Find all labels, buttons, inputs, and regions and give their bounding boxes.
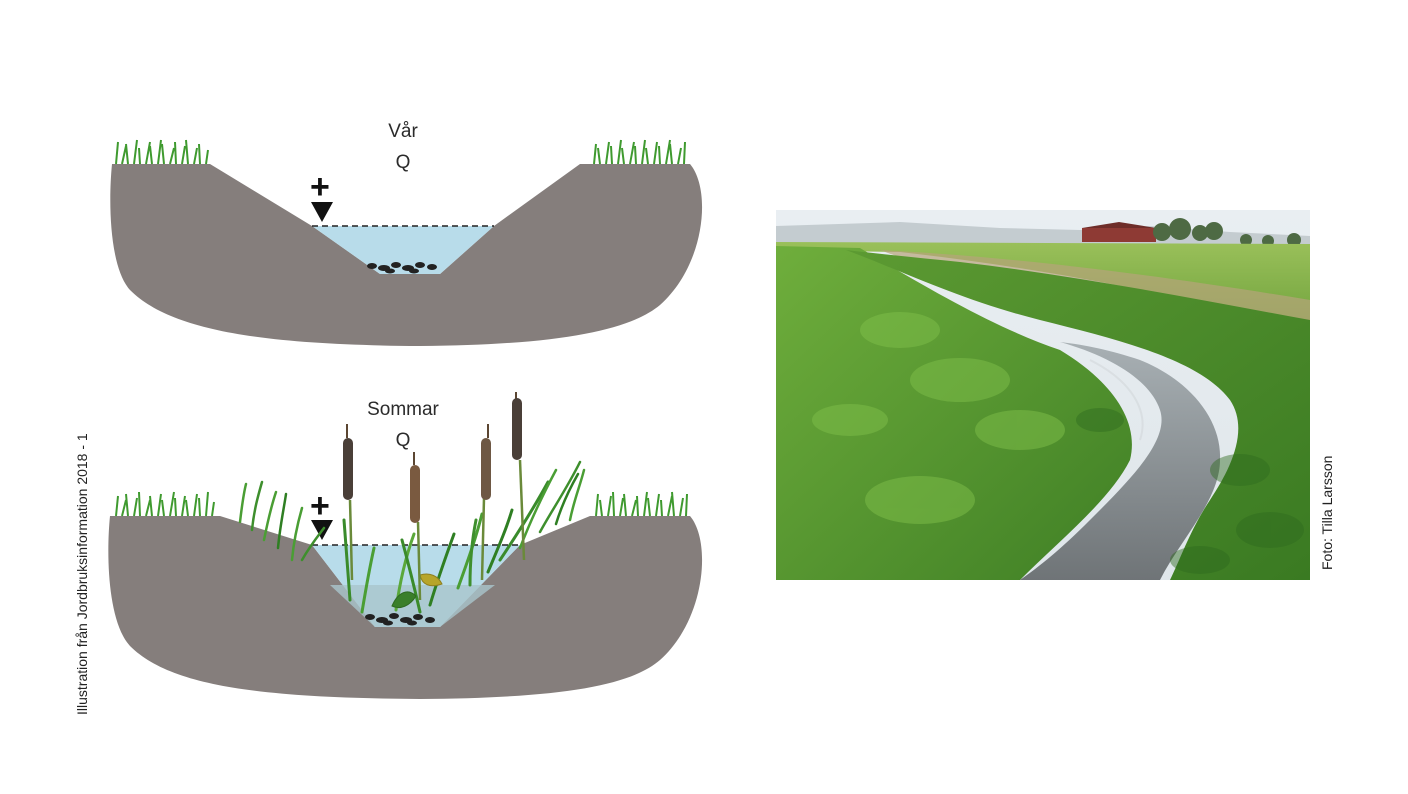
summer-level-marker: + bbox=[310, 487, 330, 525]
spring-soil-body bbox=[110, 164, 703, 346]
ditch-photo bbox=[776, 210, 1310, 580]
cattail-icon bbox=[343, 392, 526, 601]
summer-stones-icon bbox=[365, 613, 435, 626]
summer-cross-section bbox=[108, 392, 703, 699]
illustration-credit: Illustration från Jordbruksinformation 2… bbox=[74, 433, 90, 715]
summer-flow-label: Q bbox=[395, 430, 411, 451]
summer-season-label: Sommar bbox=[367, 399, 439, 420]
summer-soil-body bbox=[108, 516, 703, 699]
summer-bank-grass-icon bbox=[115, 491, 688, 517]
spring-water bbox=[312, 226, 494, 274]
spring-down-arrow-icon bbox=[311, 202, 333, 222]
photo-credit: Foto: Tilla Larsson bbox=[1319, 455, 1335, 570]
spring-level-marker: + bbox=[310, 168, 330, 206]
spring-season-label: Vår bbox=[388, 121, 418, 142]
spring-stones-icon bbox=[367, 262, 437, 274]
spring-cross-section bbox=[110, 139, 703, 346]
spring-flow-label: Q bbox=[395, 152, 411, 173]
spring-grass-icon bbox=[115, 139, 686, 165]
